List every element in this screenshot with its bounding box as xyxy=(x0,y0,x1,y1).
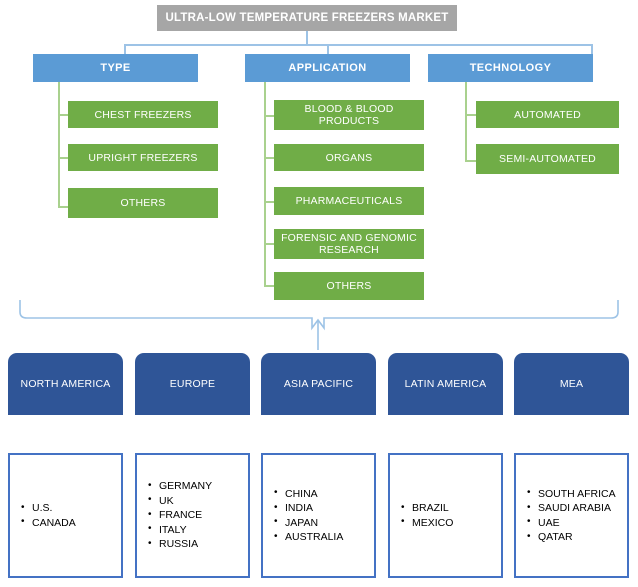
category-box-type[interactable]: TYPE xyxy=(33,54,198,82)
region-box-europe[interactable]: EUROPE xyxy=(135,353,250,415)
country-list-north-america: U.S.CANADA xyxy=(10,501,80,530)
country-list-item: BRAZIL xyxy=(401,501,453,516)
country-list-item: MEXICO xyxy=(401,515,454,531)
region-box-asia-pacific[interactable]: ASIA PACIFIC xyxy=(261,353,376,415)
connector-drop-type xyxy=(124,44,126,54)
region-box-north-america[interactable]: NORTH AMERICA xyxy=(8,353,123,415)
subcategory-box-automated[interactable]: AUTOMATED xyxy=(476,101,619,128)
diagram-title-box: ULTRA-LOW TEMPERATURE FREEZERS MARKET xyxy=(157,5,457,31)
connector-drop-application xyxy=(327,44,329,54)
country-list-item: FRANCE xyxy=(148,508,212,523)
country-list-europe: GERMANYUKFRANCEITALYRUSSIA xyxy=(137,479,216,552)
country-box-latin-america: BRAZILMEXICO xyxy=(388,453,503,578)
country-list-item: RUSSIA xyxy=(148,537,212,552)
connector-category-bar xyxy=(124,44,592,46)
connector-stub-application-1 xyxy=(264,157,275,159)
country-list-item: SOUTH AFRICA xyxy=(527,486,616,502)
connector-title-stem xyxy=(306,31,308,45)
connector-drop-technology xyxy=(591,44,593,54)
connector-stub-application-3 xyxy=(264,243,275,245)
country-box-mea: SOUTH AFRICASAUDI ARABIAUAEQATAR xyxy=(514,453,629,578)
category-box-application[interactable]: APPLICATION xyxy=(245,54,410,82)
connector-stub-technology-0 xyxy=(465,114,476,116)
country-list-asia-pacific: CHINAINDIAJAPANAUSTRALIA xyxy=(263,486,347,545)
country-list-item: SAUDI ARABIA xyxy=(527,501,616,516)
country-list-mea: SOUTH AFRICASAUDI ARABIAUAEQATAR xyxy=(516,486,620,545)
connector-spine-technology xyxy=(465,82,467,162)
region-box-mea[interactable]: MEA xyxy=(514,353,629,415)
country-box-north-america: U.S.CANADA xyxy=(8,453,123,578)
subcategory-box-semi-automated[interactable]: SEMI-AUTOMATED xyxy=(476,144,619,174)
connector-stub-type-0 xyxy=(58,114,69,116)
country-list-item: CANADA xyxy=(21,515,76,531)
subcategory-box-organs[interactable]: ORGANS xyxy=(274,144,424,171)
connector-region-brace xyxy=(19,300,619,350)
connector-stub-application-4 xyxy=(264,285,275,287)
country-list-item: AUSTRALIA xyxy=(274,530,343,545)
subcategory-box-chest-freezers[interactable]: CHEST FREEZERS xyxy=(68,101,218,128)
country-list-item: QATAR xyxy=(527,530,616,545)
connector-spine-type xyxy=(58,82,60,208)
connector-stub-technology-1 xyxy=(465,160,476,162)
country-box-asia-pacific: CHINAINDIAJAPANAUSTRALIA xyxy=(261,453,376,578)
connector-stub-application-2 xyxy=(264,201,275,203)
connector-stub-application-0 xyxy=(264,115,275,117)
subcategory-box-pharmaceuticals[interactable]: PHARMACEUTICALS xyxy=(274,187,424,215)
subcategory-box-forensic-and-genomic-research[interactable]: FORENSIC AND GENOMIC RESEARCH xyxy=(274,229,424,259)
country-list-item: UK xyxy=(148,493,212,509)
country-list-item: INDIA xyxy=(274,501,343,516)
subcategory-box-type-others[interactable]: OTHERS xyxy=(68,188,218,218)
subcategory-box-application-others[interactable]: OTHERS xyxy=(274,272,424,300)
connector-stub-type-2 xyxy=(58,206,69,208)
region-box-latin-america[interactable]: LATIN AMERICA xyxy=(388,353,503,415)
subcategory-box-upright-freezers[interactable]: UPRIGHT FREEZERS xyxy=(68,144,218,171)
connector-spine-application xyxy=(264,82,266,286)
country-list-item: CHINA xyxy=(274,486,343,502)
country-box-europe: GERMANYUKFRANCEITALYRUSSIA xyxy=(135,453,250,578)
country-list-latin-america: BRAZILMEXICO xyxy=(390,501,457,530)
subcategory-box-blood-and-blood-products[interactable]: BLOOD & BLOOD PRODUCTS xyxy=(274,100,424,130)
country-list-item: ITALY xyxy=(148,522,212,538)
country-list-item: UAE xyxy=(527,515,616,531)
country-list-item: U.S. xyxy=(21,501,76,516)
category-box-technology[interactable]: TECHNOLOGY xyxy=(428,54,593,82)
country-list-item: GERMANY xyxy=(148,479,212,494)
connector-stub-type-1 xyxy=(58,157,69,159)
country-list-item: JAPAN xyxy=(274,515,343,531)
